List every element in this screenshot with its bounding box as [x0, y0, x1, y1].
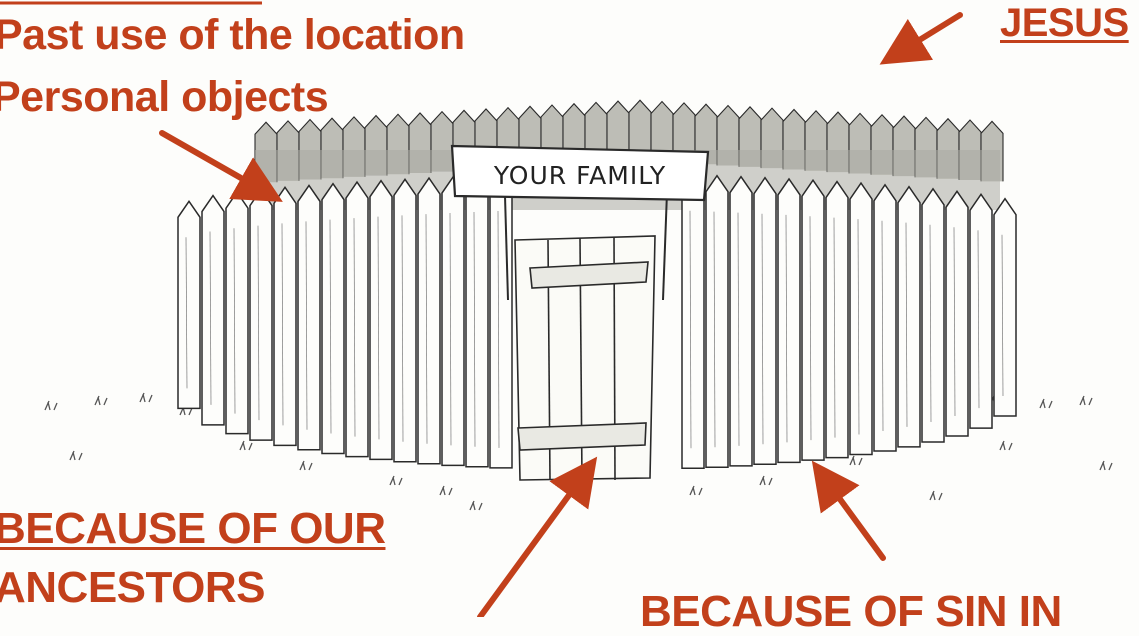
- picket: [442, 177, 464, 465]
- grass-tuft: [300, 461, 312, 470]
- grass-tuft: [1100, 461, 1112, 470]
- picket: [970, 194, 992, 428]
- picket: [298, 185, 320, 449]
- grass-tuft: [930, 491, 942, 500]
- picket: [922, 189, 944, 442]
- grass-tuft: [470, 501, 482, 510]
- gate: [515, 236, 655, 480]
- picket: [850, 183, 872, 454]
- label-ancestors-line1: BECAUSE OF OUR: [0, 507, 385, 551]
- label-jesus: JESUS: [1000, 3, 1129, 43]
- picket: [898, 187, 920, 447]
- picket: [466, 176, 488, 467]
- picket: [802, 180, 824, 460]
- picket: [322, 184, 344, 454]
- picket: [250, 190, 272, 441]
- grass-tuft: [70, 451, 82, 460]
- picket: [346, 182, 368, 457]
- picket: [370, 181, 392, 460]
- grass-tuft: [95, 396, 107, 405]
- grass-tuft: [440, 486, 452, 495]
- grass-tuft: [760, 476, 772, 485]
- picket: [826, 182, 848, 458]
- grass-tuft: [45, 401, 57, 410]
- picket: [418, 178, 440, 464]
- picket: [682, 175, 704, 468]
- picket: [778, 179, 800, 462]
- picket: [274, 187, 296, 445]
- picket: [226, 192, 248, 433]
- sign-text: YOUR FAMILY: [493, 161, 666, 190]
- label-sin: BECAUSE OF SIN IN: [640, 590, 1062, 634]
- gate-bottom-brace: [518, 423, 646, 450]
- picket: [946, 191, 968, 436]
- label-personal-objects: Personal objects: [0, 76, 328, 119]
- grass-tuft: [1000, 441, 1012, 450]
- grass-tuft: [850, 456, 862, 465]
- picket: [994, 199, 1016, 416]
- grass-tuft: [140, 393, 152, 402]
- picket: [394, 179, 416, 461]
- grass-tuft: [1040, 399, 1052, 408]
- grass-tuft: [1080, 396, 1092, 405]
- grass-tuft: [390, 476, 402, 485]
- picket: [874, 185, 896, 451]
- picket: [706, 176, 728, 468]
- picket: [754, 178, 776, 465]
- label-past-use: Past use of the location: [0, 14, 465, 57]
- label-ancestors-line2: ANCESTORS: [0, 566, 265, 610]
- picket: [178, 201, 200, 408]
- grass-tuft: [240, 441, 252, 450]
- picket: [202, 196, 224, 425]
- picket: [730, 177, 752, 466]
- picket: [490, 175, 512, 468]
- grass-tuft: [690, 486, 702, 495]
